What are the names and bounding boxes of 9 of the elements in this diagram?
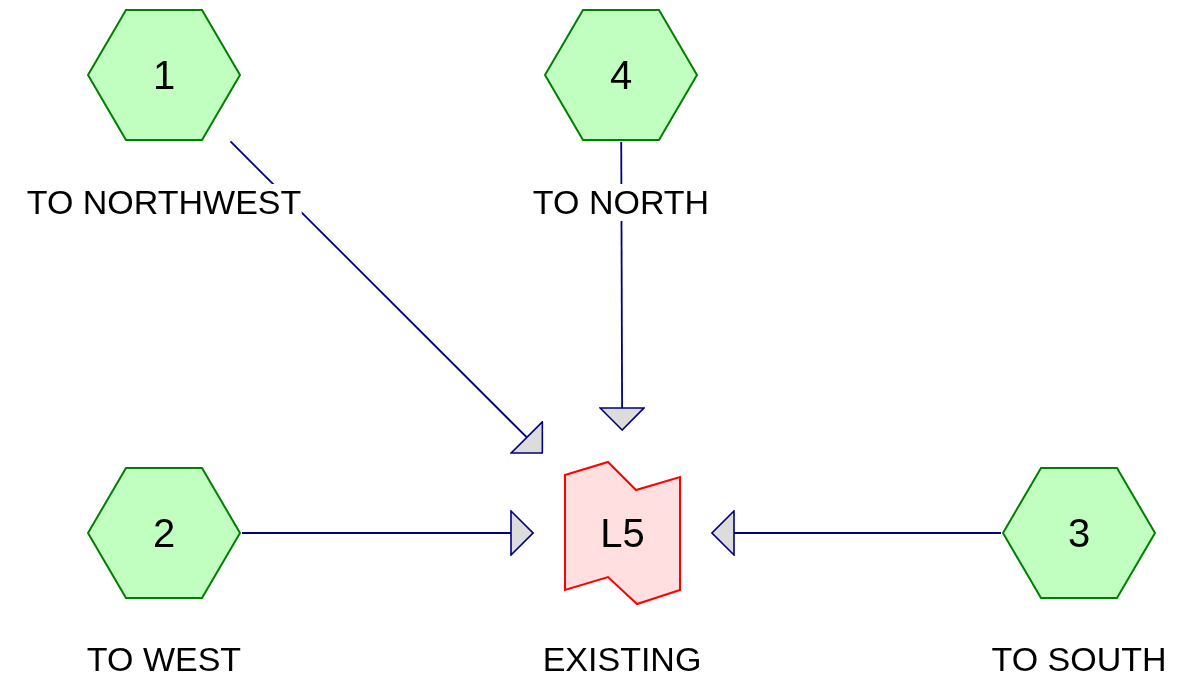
node-label: L5 <box>600 513 645 553</box>
node-label: 1 <box>152 55 176 95</box>
arrow <box>229 140 544 454</box>
node-label: 4 <box>609 55 633 95</box>
arrow <box>711 510 1002 556</box>
node-label: 3 <box>1067 513 1091 553</box>
node-caption: TO NORTH <box>532 184 710 222</box>
arrow <box>241 510 534 556</box>
node-label: 2 <box>152 513 176 553</box>
